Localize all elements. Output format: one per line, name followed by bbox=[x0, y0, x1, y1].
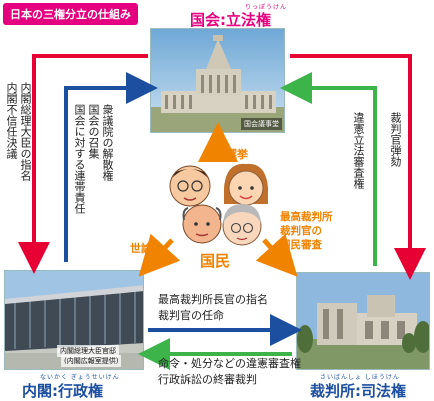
people-illustration bbox=[169, 163, 268, 246]
diet-building-photo: 国会議事堂 bbox=[150, 28, 285, 133]
face-woman-icon bbox=[224, 163, 268, 206]
left-outer-text-2: 内閣不信任決議 bbox=[5, 82, 18, 159]
review-line-2: 裁判官の bbox=[280, 225, 322, 237]
cabinet-label: 内閣:行政権 bbox=[22, 382, 103, 400]
court-reading: さいばんしょ しほうけん bbox=[320, 374, 400, 381]
review-line-3: 国民審査 bbox=[280, 239, 322, 251]
national-review-text: 最高裁判所 裁判官の 国民審査 bbox=[280, 210, 333, 252]
left-inner-text-1: 衆議院の解散権 bbox=[101, 104, 114, 181]
left-inner-text-2: 国会の召集 bbox=[87, 104, 100, 159]
arrow-diet-to-court bbox=[290, 54, 426, 280]
court-label: 裁判所:司法権 bbox=[310, 382, 406, 400]
left-outer-text-1: 内閣総理大臣の指名 bbox=[19, 82, 32, 181]
public-opinion-label: 世論 bbox=[130, 242, 152, 255]
review-line-1: 最高裁判所 bbox=[280, 211, 333, 223]
cabinet-powers-over-diet: 衆議院の解散権 国会の召集 国会に対する連帯責任 bbox=[72, 104, 114, 214]
election-label: 選挙 bbox=[226, 148, 248, 161]
diet-reading: りっぽうけん bbox=[245, 4, 288, 11]
cabinet-to-court-line-1: 最高裁判所長官の指名 bbox=[158, 293, 268, 306]
face-elder-woman-icon bbox=[222, 204, 262, 246]
court-powers-over-cabinet: 命令・処分などの違憲審査権 行政訴訟の終審裁判 bbox=[158, 356, 301, 388]
cabinet-office-photo: 内閣総理大臣官邸 (内閣広報室提供) bbox=[4, 270, 144, 370]
arrow-diet-to-cabinet bbox=[18, 54, 148, 274]
cabinet-reading: ないかく ぎょうせいけん bbox=[40, 374, 120, 381]
arrow-people-to-cabinet bbox=[138, 233, 181, 277]
face-bald-man-icon bbox=[182, 204, 222, 244]
arrow-court-to-diet bbox=[280, 72, 377, 266]
arrow-cabinet-to-diet bbox=[64, 72, 158, 262]
people-label: 国民 bbox=[200, 252, 231, 270]
arrow-people-to-court bbox=[255, 233, 298, 277]
face-man-glasses-icon bbox=[169, 165, 211, 207]
cabinet-photo-caption-1: 内閣総理大臣官邸 bbox=[57, 345, 119, 357]
supreme-court-image bbox=[297, 273, 429, 369]
diet-building-image bbox=[151, 29, 284, 132]
diet-label: 国会:立法権 bbox=[190, 11, 271, 29]
court-to-cabinet-line-1: 命令・処分などの違憲審査権 bbox=[158, 357, 301, 370]
cabinet-to-court-line-2: 裁判官の任命 bbox=[158, 309, 224, 322]
diagram-title: 日本の三権分立の仕組み bbox=[3, 3, 138, 25]
supreme-court-photo bbox=[296, 272, 430, 370]
cabinet-powers-over-court: 最高裁判所長官の指名 裁判官の任命 bbox=[158, 292, 268, 324]
court-to-cabinet-line-2: 行政訴訟の終審裁判 bbox=[158, 373, 257, 386]
left-inner-text-3: 国会に対する連帯責任 bbox=[73, 104, 86, 214]
diet-powers-over-cabinet: 内閣総理大臣の指名 内閣不信任決議 bbox=[4, 82, 32, 181]
diet-powers-over-court: 裁判官弾劾 bbox=[389, 112, 402, 167]
cabinet-photo-caption-2: (内閣広報室提供) bbox=[61, 355, 122, 367]
diet-photo-caption: 国会議事堂 bbox=[241, 118, 282, 130]
court-powers-over-diet: 違憲立法審査権 bbox=[352, 112, 365, 189]
